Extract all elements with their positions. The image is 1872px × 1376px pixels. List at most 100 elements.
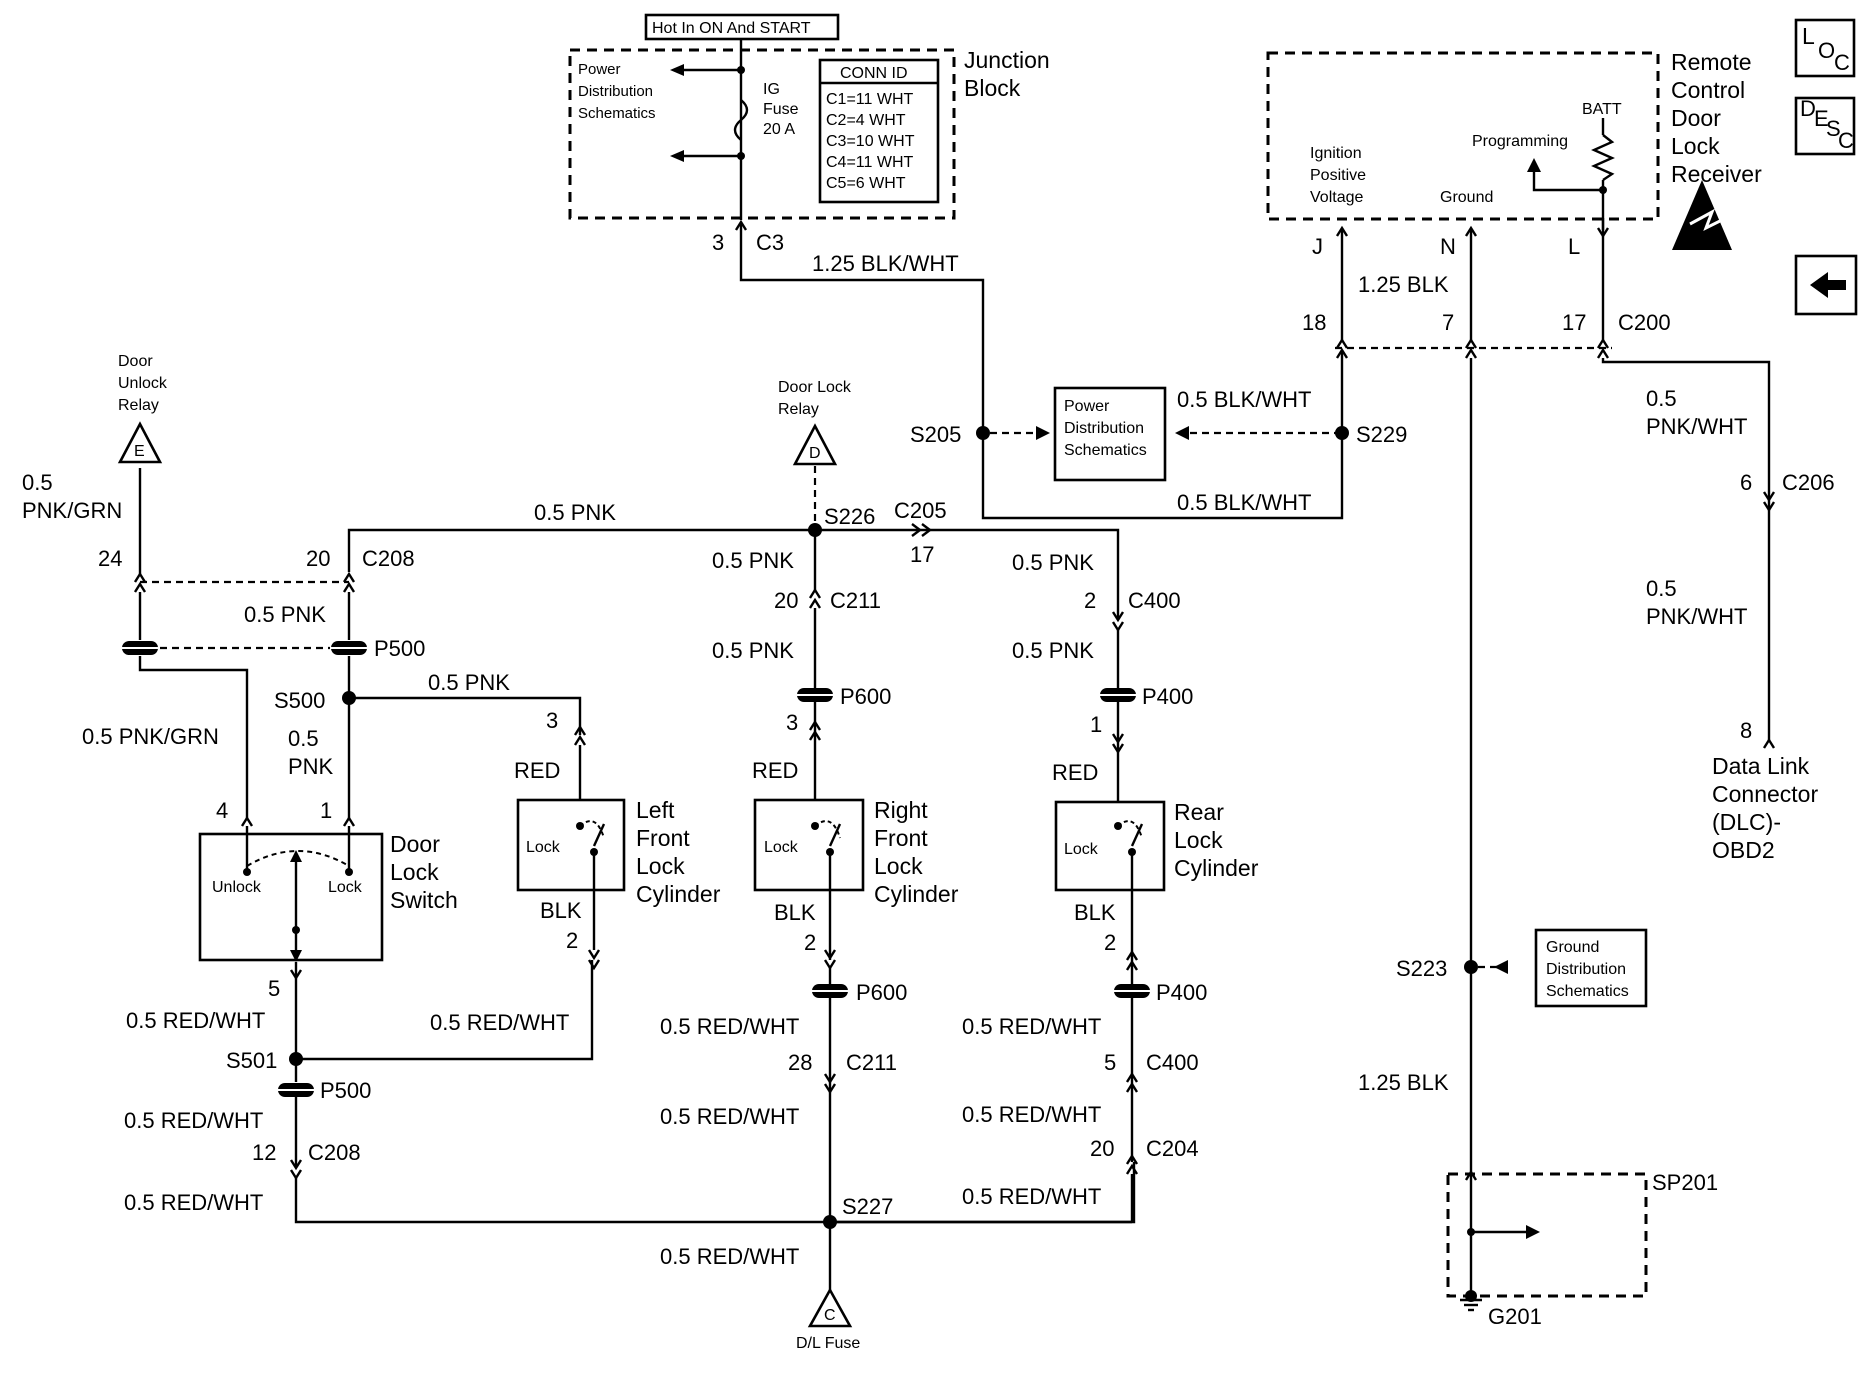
c400-upper-connector — [1111, 611, 1125, 623]
pin-7: 7 — [1442, 310, 1454, 335]
wire-pnkgrn-a-2: PNK/GRN — [22, 498, 122, 523]
rear-wire-redwht-1: 0.5 RED/WHT — [962, 1014, 1101, 1039]
lf-lock-label: Lock — [526, 839, 561, 856]
svg-text:D: D — [1800, 96, 1816, 121]
c211-lower-connector — [823, 1073, 837, 1085]
programming-resistor — [1591, 134, 1615, 181]
rf-label-4: Cylinder — [874, 881, 959, 907]
wire-125-blkwht: 1.25 BLK/WHT — [812, 251, 959, 276]
back-arrow-icon[interactable] — [1794, 254, 1858, 316]
pin-24: 24 — [98, 546, 122, 571]
rear-pin-1: 1 — [1090, 712, 1102, 737]
rcdl-label-4: Lock — [1671, 133, 1720, 159]
rear-pin-2-c400: 2 — [1084, 588, 1096, 613]
svg-text:S: S — [1826, 116, 1841, 141]
pds1-line2: Distribution — [578, 83, 653, 100]
pin-j: J — [1312, 234, 1323, 259]
rcdl-label-3: Door — [1671, 105, 1721, 131]
gds-box — [1534, 928, 1648, 1008]
pin-5-switch: 5 — [268, 976, 280, 1001]
wire-pnkwht-a-2: PNK/WHT — [1646, 414, 1747, 439]
p400-lower-label: P400 — [1156, 980, 1207, 1005]
rcdl-label-1: Remote — [1671, 49, 1752, 75]
rf-label-3: Lock — [874, 853, 923, 879]
wire-pnkwht-b-2: PNK/WHT — [1646, 604, 1747, 629]
dlc-line3: (DLC)- — [1712, 809, 1781, 835]
pds2-line1: Power — [1064, 398, 1110, 415]
dur-line1: Door — [118, 353, 153, 370]
rf-label-1: Right — [874, 797, 928, 823]
gds-line2: Distribution — [1546, 961, 1626, 978]
rf-blk: BLK — [774, 900, 816, 925]
junction-block-outline — [568, 48, 956, 220]
c400-lower-connector — [1125, 1071, 1139, 1083]
s500-label: S500 — [274, 688, 325, 713]
conn-id-c5: C5=6 WHT — [826, 175, 906, 192]
wire-redwht-3: 0.5 RED/WHT — [124, 1190, 263, 1215]
c3-pin: 3 — [712, 230, 724, 255]
wire-05-blkwht-a: 0.5 BLK/WHT — [1177, 387, 1311, 412]
conn-id-c4: C4=11 WHT — [826, 154, 914, 171]
dlc-pin: 8 — [1740, 718, 1752, 743]
lf-label-1: Left — [636, 797, 675, 823]
wire-pnkgrn-a-1: 0.5 — [22, 470, 53, 495]
svg-text:L: L — [1802, 23, 1815, 49]
svg-text:O: O — [1818, 38, 1835, 63]
c211-upper-label: C211 — [830, 588, 881, 613]
wire-05-blkwht-b: 0.5 BLK/WHT — [1177, 490, 1311, 515]
dur-line3: Relay — [118, 397, 159, 414]
sp201-label: SP201 — [1652, 1170, 1718, 1195]
dls-lock-label: Lock — [328, 879, 363, 896]
c204-label: C204 — [1146, 1136, 1199, 1161]
door-lock-relay-triangle — [792, 423, 838, 466]
s205-splice — [976, 426, 990, 440]
lf-lock-cylinder-box — [516, 798, 626, 892]
batt-label: BATT — [1582, 101, 1622, 118]
rf-pin-2: 2 — [804, 930, 816, 955]
rf-wire-redwht-1: 0.5 RED/WHT — [660, 1014, 799, 1039]
dls-label-3: Switch — [390, 887, 458, 913]
dls-unlock-label: Unlock — [212, 879, 262, 896]
c205-connector — [911, 523, 922, 537]
rf-label-2: Front — [874, 825, 928, 851]
svg-text:C: C — [1838, 128, 1854, 153]
dlc-line1: Data Link — [1712, 753, 1810, 779]
sp201-outline — [1446, 1172, 1648, 1298]
rear-label-1: Rear — [1174, 799, 1224, 825]
p500-upper-label: P500 — [374, 636, 425, 661]
dur-tri-letter: E — [134, 443, 145, 460]
lf-red: RED — [514, 758, 560, 783]
pin-l: L — [1568, 234, 1580, 259]
c206-connector — [1762, 491, 1776, 503]
rear-red: RED — [1052, 760, 1098, 785]
desc-icon[interactable]: D E S C — [1794, 96, 1856, 156]
rear-wire-pnk-1: 0.5 PNK — [1012, 550, 1094, 575]
loc-icon[interactable]: L O C — [1794, 18, 1856, 78]
rear-lock-label: Lock — [1064, 841, 1099, 858]
ig-fuse-line1: IG — [763, 81, 780, 98]
wire-pnkwht-a-1: 0.5 — [1646, 386, 1677, 411]
wire-redwht-1: 0.5 RED/WHT — [126, 1008, 265, 1033]
s223-label: S223 — [1396, 956, 1447, 981]
p600-lower-label: P600 — [856, 980, 907, 1005]
dls-label-1: Door — [390, 831, 440, 857]
pin-18: 18 — [1302, 310, 1326, 335]
junction-block-label-1: Junction — [964, 47, 1050, 73]
wire-pnk-main: 0.5 PNK — [534, 500, 616, 525]
rf-lock-label: Lock — [764, 839, 799, 856]
c206-label: C206 — [1782, 470, 1835, 495]
gds-line1: Ground — [1546, 939, 1599, 956]
conn-id-c1: C1=11 WHT — [826, 91, 914, 108]
lf-label-2: Front — [636, 825, 690, 851]
rf-pin-20: 20 — [774, 588, 798, 613]
rear-label-2: Lock — [1174, 827, 1223, 853]
conn-id-title: CONN ID — [840, 65, 908, 82]
c3-label: C3 — [756, 230, 784, 255]
pin-4: 4 — [216, 798, 228, 823]
pin-12: 12 — [252, 1140, 276, 1165]
rcdl-label-2: Control — [1671, 77, 1745, 103]
pin-17-c200: 17 — [1562, 310, 1586, 335]
c205-label: C205 — [894, 498, 947, 523]
ig-fuse-line2: Fuse — [763, 101, 799, 118]
svg-text:E: E — [1814, 106, 1829, 131]
